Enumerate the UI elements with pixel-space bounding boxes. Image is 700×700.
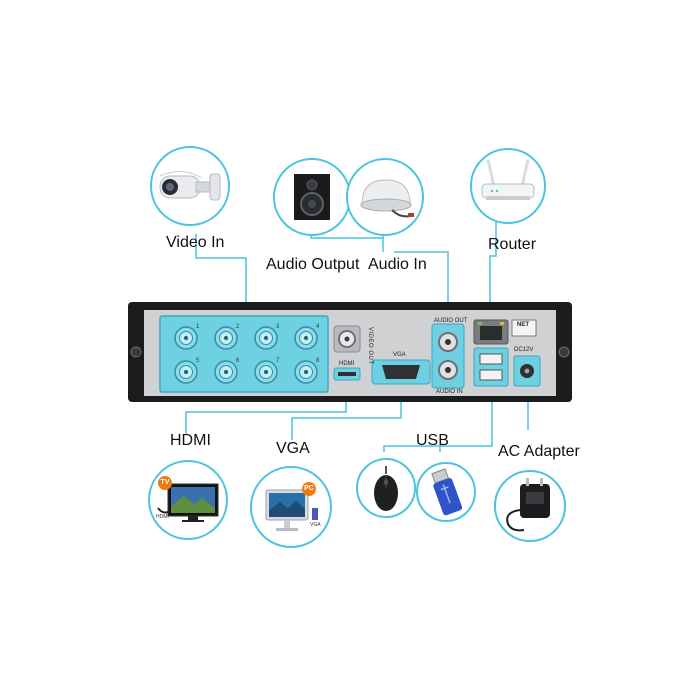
usb-branch-line bbox=[383, 445, 440, 452]
bnc-port-pin bbox=[264, 370, 268, 374]
panel-net-text: NET bbox=[517, 322, 529, 328]
panel-audio-in-text: AUDIO IN bbox=[436, 389, 463, 395]
microphone-bubble bbox=[346, 158, 424, 236]
camera-bubble bbox=[150, 146, 230, 226]
router-bubble bbox=[470, 148, 546, 224]
camera-icon bbox=[159, 171, 221, 201]
label-video-in: Video In bbox=[166, 234, 225, 251]
router-icon bbox=[481, 159, 535, 200]
net-plate bbox=[511, 319, 537, 337]
panel-audio-out-text: AUDIO OUT bbox=[434, 318, 468, 324]
channel-number: 8 bbox=[316, 358, 320, 364]
pc-badge: PC bbox=[302, 482, 316, 496]
ac-adapter-icon bbox=[506, 478, 550, 532]
channel-number: 3 bbox=[276, 324, 280, 330]
panel-dc-text: DC12V bbox=[514, 347, 534, 353]
channel-number: 2 bbox=[236, 324, 240, 330]
mouse-icon bbox=[374, 466, 398, 511]
label-audio-output: Audio Output bbox=[266, 256, 360, 273]
ac-adapter-bubble bbox=[494, 470, 566, 542]
mount-hole-right bbox=[558, 346, 570, 358]
channel-number: 4 bbox=[316, 324, 320, 330]
label-hdmi: HDMI bbox=[170, 432, 211, 449]
video-in-ports-highlight bbox=[159, 315, 329, 393]
video-in-line bbox=[195, 234, 247, 318]
router-line bbox=[489, 222, 497, 318]
usb-line bbox=[439, 392, 493, 452]
channel-number: 7 bbox=[276, 358, 280, 364]
monitor-bubble: PC VGA bbox=[250, 466, 332, 548]
tv-bubble: TV HDMI bbox=[148, 460, 228, 540]
microphone-icon bbox=[360, 179, 414, 218]
channel-number: 1 bbox=[196, 324, 200, 330]
panel-hdmi-text: HDMI bbox=[339, 361, 355, 367]
bnc-port-pin bbox=[304, 336, 308, 340]
speaker-icon bbox=[294, 174, 330, 220]
audio-line bbox=[394, 251, 449, 318]
label-usb: USB bbox=[416, 432, 449, 449]
label-vga: VGA bbox=[276, 440, 310, 457]
bnc-port-pin bbox=[224, 336, 228, 340]
panel-vga-text: VGA bbox=[393, 352, 406, 358]
label-ac-adapter: AC Adapter bbox=[498, 443, 580, 460]
channel-number: 6 bbox=[236, 358, 240, 364]
speaker-bubble bbox=[273, 158, 351, 236]
bnc-port-pin bbox=[184, 336, 188, 340]
usb-stick-bubble bbox=[416, 462, 476, 522]
panel-video-out-text: VIDEO OUT bbox=[367, 327, 373, 365]
mount-hole-left bbox=[130, 346, 142, 358]
label-router: Router bbox=[488, 236, 537, 253]
bnc-port-pin bbox=[304, 370, 308, 374]
bnc-port-pin bbox=[264, 336, 268, 340]
vga-cable-caption: VGA bbox=[310, 522, 321, 528]
vga-line bbox=[291, 392, 402, 440]
panel-video-in-text: VIDEO IN bbox=[135, 350, 141, 381]
bnc-port-pin bbox=[224, 370, 228, 374]
tv-icon bbox=[157, 483, 219, 522]
label-audio-in: Audio In bbox=[368, 256, 427, 273]
monitor-icon bbox=[265, 489, 318, 531]
hdmi-cable-caption: HDMI bbox=[156, 514, 169, 520]
channel-number: 5 bbox=[196, 358, 200, 364]
bnc-port-pin bbox=[184, 370, 188, 374]
tv-badge: TV bbox=[158, 476, 172, 490]
usb-stick-icon bbox=[431, 468, 463, 516]
mouse-bubble bbox=[356, 458, 416, 518]
